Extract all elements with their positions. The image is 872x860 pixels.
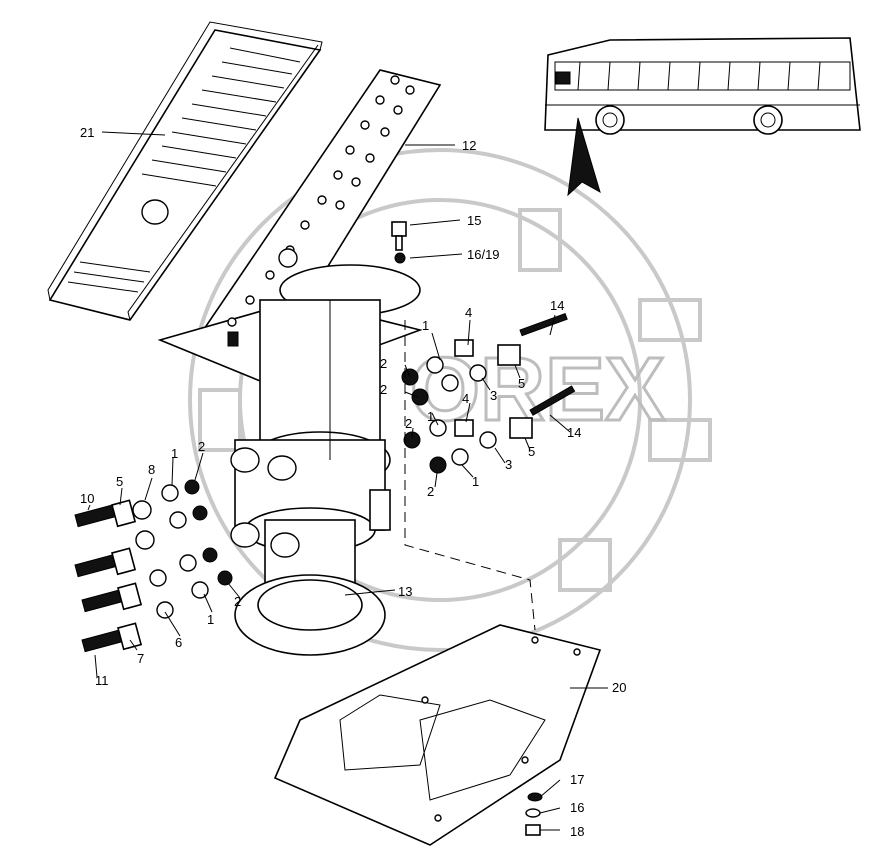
callout-2: 2 [234,594,241,609]
callout-3: 3 [490,388,497,403]
connection-line [404,320,536,631]
callout-1: 1 [427,409,434,424]
callout-3: 3 [505,457,512,472]
callout-1: 1 [171,446,178,461]
callout-labels: 21 12 15 16/19 14 14 1 4 2 2 3 5 1 4 2 3… [80,125,626,839]
callout-2: 2 [380,356,387,371]
callout-5: 5 [116,474,123,489]
callout-8: 8 [148,462,155,477]
mounting-hardware [525,792,543,836]
location-arrow-icon [567,117,601,197]
callout-2: 2 [380,382,387,397]
callout-6: 6 [175,635,182,650]
callout-12: 12 [462,138,476,153]
base-plate-20 [273,624,602,846]
callout-1: 1 [207,612,214,627]
callout-20: 20 [612,680,626,695]
pedal-pad-21 [47,21,323,321]
fittings-right [391,221,576,474]
callout-16: 16 [570,800,584,815]
bus-inset [544,37,861,197]
callout-21: 21 [80,125,94,140]
callout-5: 5 [518,376,525,391]
callout-14: 14 [567,425,581,440]
callout-1: 1 [472,474,479,489]
callout-15: 15 [467,213,481,228]
callout-2: 2 [405,416,412,431]
fittings-left [74,479,233,653]
callout-4: 4 [465,305,472,320]
callout-14: 14 [550,298,564,313]
callout-10: 10 [80,491,94,506]
callout-4: 4 [462,391,469,406]
callout-17: 17 [570,772,584,787]
leader-lines [87,131,608,831]
callout-2: 2 [198,439,205,454]
callout-16-19: 16/19 [467,247,500,262]
callout-1: 1 [422,318,429,333]
callout-11: 11 [95,673,109,688]
callout-13: 13 [398,584,412,599]
callout-7: 7 [137,651,144,666]
callout-18: 18 [570,824,584,839]
callout-5: 5 [528,444,535,459]
callout-2: 2 [427,484,434,499]
brake-valve-13 [230,264,421,656]
